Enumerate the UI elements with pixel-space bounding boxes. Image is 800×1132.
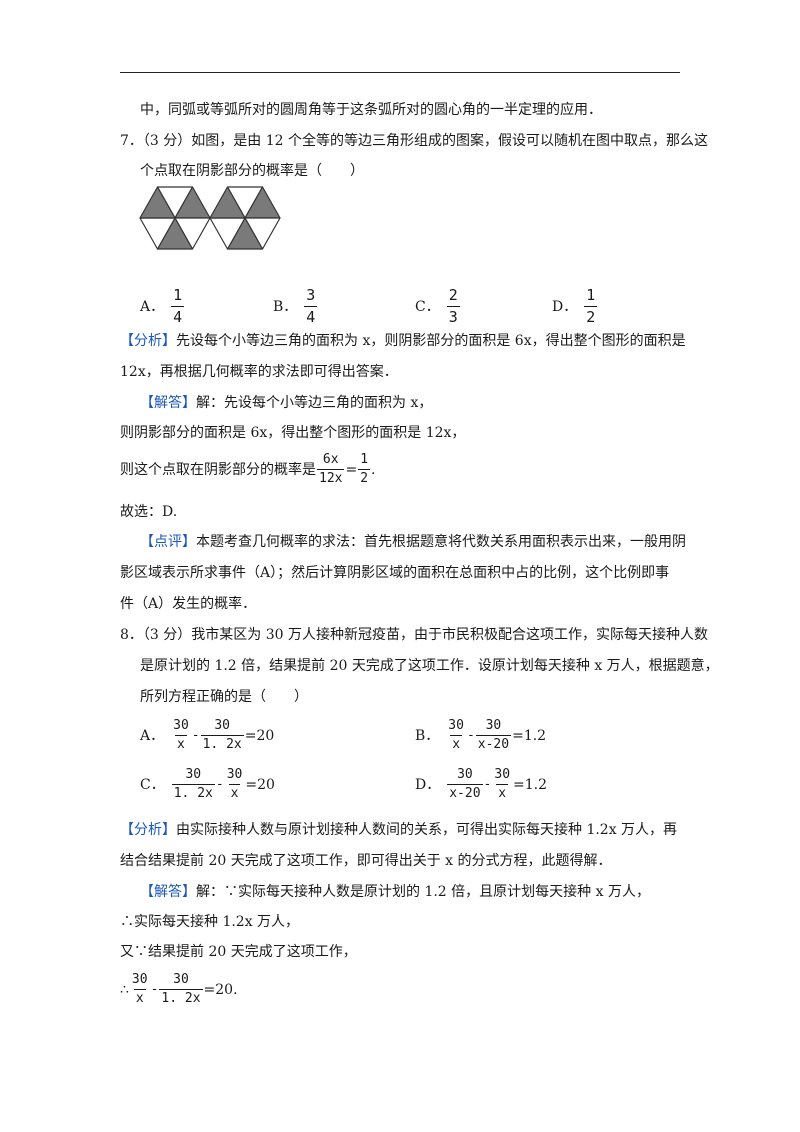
q7-answer-line-1: 【解答】解：先设每个小等边三角的面积为 x， — [140, 395, 433, 411]
q8-stem-line-1: 8．（3 分）我市某区为 30 万人接种新冠疫苗，由于市民积极配合这项工作，实际… — [120, 627, 708, 643]
header-rule — [120, 72, 680, 73]
q8-answer-line-1: 【解答】解：∵实际每天接种人数是原计划的 1.2 倍，且原计划每天接种 x 万人… — [140, 884, 650, 900]
q7-analysis-line-1: 【分析】先设每个小等边三角的面积为 x，则阴影部分的面积是 6x，得出整个图形的… — [120, 333, 686, 349]
triangle-shaded — [139, 186, 176, 219]
q7-stem-line-2: 个点取在阴影部分的概率是（ ） — [140, 163, 364, 179]
q7-answer-line-2: 则阴影部分的面积是 6x，得出整个图形的面积是 12x， — [120, 425, 466, 441]
q7-choice: 故选：D. — [120, 504, 178, 520]
q8-analysis-line-2: 结合结果提前 20 天完成了这项工作，即可得出关于 x 的分式方程，此题得解． — [120, 853, 612, 869]
q8-answer-line-3: 又∵结果提前 20 天完成了这项工作， — [120, 944, 357, 960]
triangle-pattern-figure — [139, 186, 281, 250]
q8-analysis-line-1: 【分析】由实际接种人数与原计划接种人数间的关系，可得出实际每天接种 1.2x 万… — [120, 822, 678, 838]
q7-comment-line-1: 【点评】本题考查几何概率的求法：首先根据题意将代数关系用面积表示出来，一般用阴 — [140, 534, 686, 550]
q7-comment-line-3: 件（A）发生的概率． — [120, 596, 257, 612]
q8-stem-line-2: 是原计划的 1.2 倍，结果提前 20 天完成了这项工作．设原计划每天接种 x … — [140, 658, 719, 674]
continued-text: 中，同弧或等弧所对的圆周角等于这条弧所对的圆心角的一半定理的应用． — [140, 102, 602, 118]
q7-comment-line-2: 影区域表示所求事件（A）；然后计算阴影区域的面积在总面积中占的比例，这个比例即事 — [120, 565, 670, 581]
q7-analysis-line-2: 12x，再根据几何概率的求法即可得出答案． — [120, 364, 398, 380]
triangle-shaded — [209, 186, 246, 219]
q7-stem-line-1: 7．（3 分）如图，是由 12 个全等的等边三角形组成的图案，假设可以随机在图中… — [120, 133, 708, 149]
q8-stem-line-3: 所列方程正确的是（ ） — [140, 689, 308, 705]
q8-answer-line-2: ∴实际每天接种 1.2x 万人， — [120, 914, 300, 930]
